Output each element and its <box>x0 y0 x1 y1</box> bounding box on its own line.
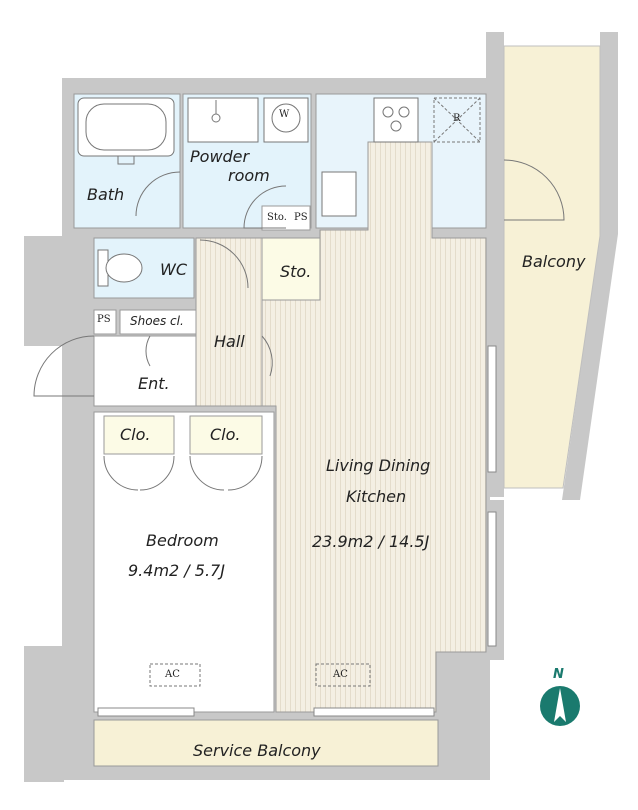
bathtub <box>77 97 175 165</box>
washer-label: W <box>279 109 290 120</box>
ac-2-box <box>315 663 371 687</box>
toilet <box>97 249 143 287</box>
closet-1-box <box>103 415 175 455</box>
shoes-closet-label: Shoes cl. <box>130 314 184 328</box>
wc-label: WC <box>160 260 187 279</box>
ldk-label-2: Kitchen <box>346 487 407 506</box>
ps-label-2: PS <box>294 212 308 223</box>
ldk-area-label: 23.9m2 / 14.5J <box>312 532 430 551</box>
fridge-label: R <box>453 113 461 124</box>
hall-label: Hall <box>214 332 245 351</box>
service-balcony-area <box>93 719 439 767</box>
stove <box>373 97 419 143</box>
ac-2-label: AC <box>333 669 348 680</box>
service-balcony-label: Service Balcony <box>193 741 321 760</box>
washer <box>263 97 309 143</box>
ldk-label-1: Living Dining <box>326 456 431 475</box>
powder-room-label-2: room <box>228 166 270 185</box>
ac-1-box <box>149 663 201 687</box>
door-swings <box>33 159 565 491</box>
ac-1-label: AC <box>165 669 180 680</box>
bath-label: Bath <box>87 185 125 204</box>
ps-label-1: PS <box>97 314 111 325</box>
bedroom-floor <box>93 411 275 713</box>
closet-2-label: Clo. <box>210 425 241 444</box>
bedroom-area-label: 9.4m2 / 5.7J <box>128 561 225 580</box>
closet-1-label: Clo. <box>120 425 151 444</box>
sink <box>187 97 259 143</box>
windows <box>97 345 497 717</box>
north-compass <box>540 686 580 726</box>
ps-box <box>93 309 117 335</box>
closet-2-box <box>189 415 263 455</box>
shoes-closet <box>119 309 197 335</box>
ldk-floor <box>261 141 487 713</box>
balcony-label: Balcony <box>522 252 586 271</box>
fridge-box <box>433 97 481 143</box>
powder-room-label-1: Powder <box>190 147 250 166</box>
balcony-area <box>503 45 601 489</box>
compass-north-label: N <box>553 667 564 682</box>
bedroom-label: Bedroom <box>146 531 219 550</box>
storage-small-label: Sto. <box>267 212 287 223</box>
entrance-label: Ent. <box>138 374 170 393</box>
hall-floor <box>195 237 263 407</box>
storage-label: Sto. <box>280 262 312 281</box>
entrance-floor <box>93 335 197 407</box>
kitchen-sink <box>321 171 357 217</box>
